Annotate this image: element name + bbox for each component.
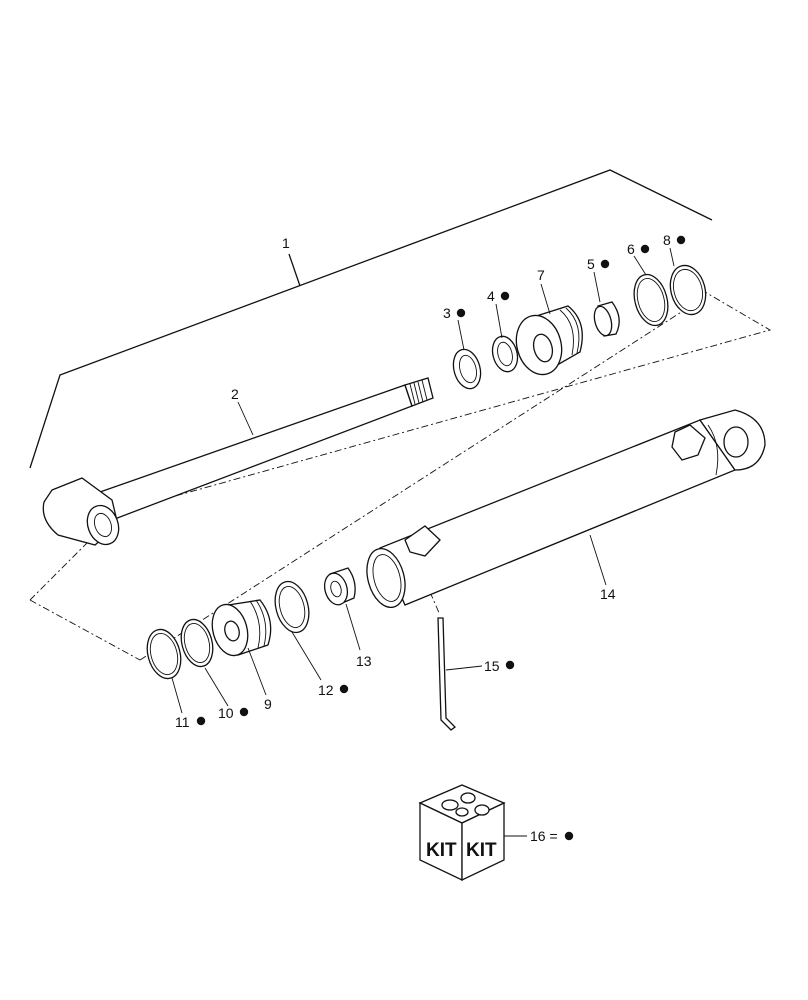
kit-dot-11 [196,716,206,726]
backup-ring-11 [146,628,182,680]
kit-dot-10 [239,707,249,717]
label-16: 16 = [530,828,558,844]
kit-dot-4 [500,291,510,301]
label-13: 13 [356,653,372,669]
centerlines [29,291,772,661]
o-ring-6 [633,273,669,327]
kit-dot-8 [676,235,686,245]
label-12: 12 [318,682,334,698]
piston [211,599,272,657]
label-1: 1 [282,235,290,251]
gland [515,305,583,376]
spring-pin [437,617,456,731]
label-4: 4 [487,288,495,304]
label-3: 3 [443,305,451,321]
kit-left-text: KIT [426,840,457,861]
label-7: 7 [537,267,545,283]
wiper-ring [452,348,482,390]
rod-seal [491,335,519,373]
lock-nut [323,567,356,606]
piston-rod [42,377,434,546]
kit-dot-3 [456,308,466,318]
leader-lines [171,247,675,837]
label-8: 8 [663,232,671,248]
assembly-bracket [29,169,713,469]
bushing [593,301,620,337]
kit-dot-16 [564,831,574,841]
cylinder-barrel [366,409,766,608]
label-15: 15 [484,658,500,674]
kit-dot-15 [505,660,515,670]
label-10: 10 [218,705,234,721]
kit-right-text: KIT [466,840,497,861]
kit-dot-6 [640,244,650,254]
label-14: 14 [600,586,616,602]
label-11: 11 [175,714,190,730]
backup-ring-8 [669,264,707,316]
kit-dot-5 [600,259,610,269]
label-5: 5 [587,256,595,272]
callouts: 1 2 3 4 7 5 6 8 14 13 15 12 9 10 11 16 = [175,232,686,844]
o-ring-10 [180,618,214,668]
kit-dot-12 [339,684,349,694]
label-9: 9 [264,696,272,712]
kit-box: KIT KIT [418,784,506,882]
label-6: 6 [627,241,635,257]
piston-ring-12 [274,580,310,634]
label-2: 2 [231,386,239,402]
